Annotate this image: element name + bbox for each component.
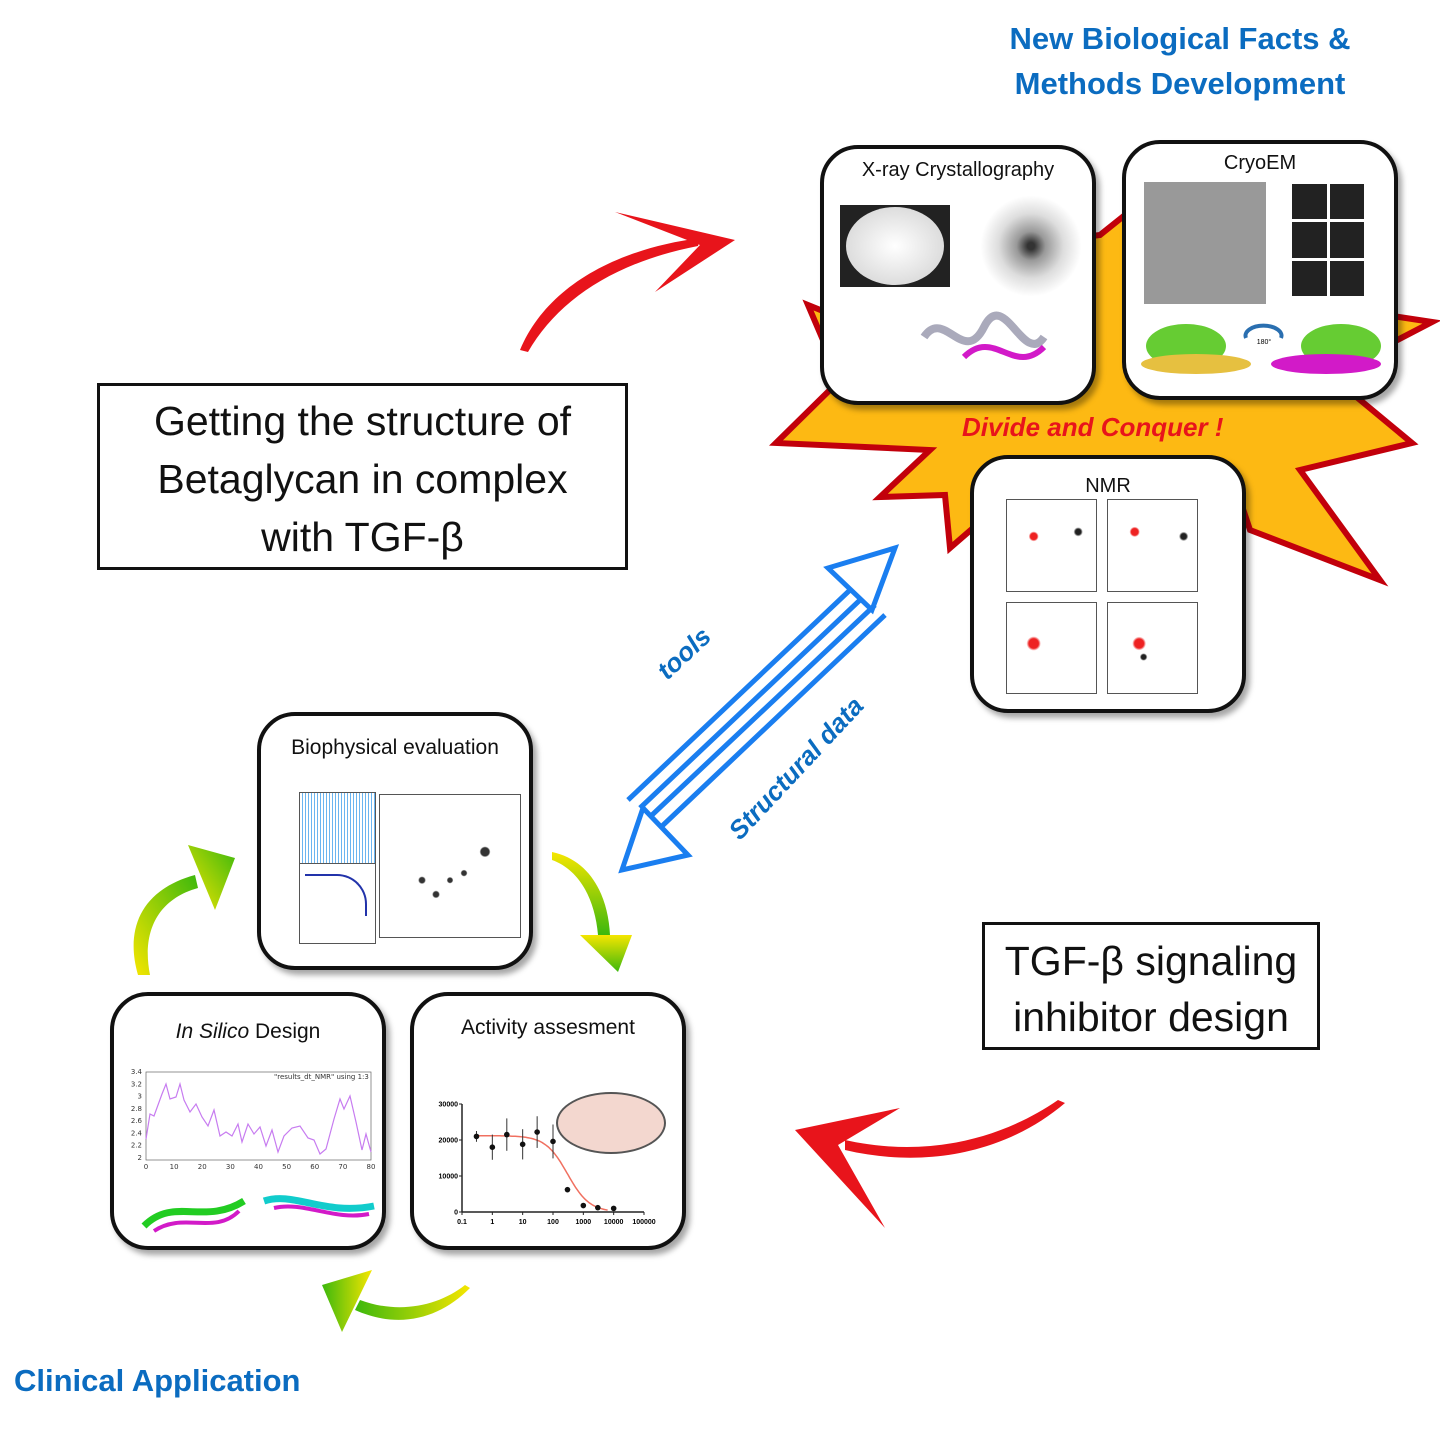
x-tick-label: 1000 xyxy=(576,1219,592,1226)
red-arrow-top xyxy=(520,212,735,352)
activity-title: Activity assesment xyxy=(461,1016,635,1039)
x-tick-label: 10000 xyxy=(604,1219,624,1226)
header-line-1: New Biological Facts & xyxy=(1009,21,1351,56)
insilico-x-tick: 50 xyxy=(282,1163,291,1171)
insilico-y-tick: 3.2 xyxy=(131,1080,142,1088)
data-point xyxy=(473,1133,480,1140)
data-point xyxy=(550,1138,556,1145)
data-point xyxy=(519,1141,526,1148)
insilico-x-tick: 0 xyxy=(144,1163,148,1171)
header-line-2: Methods Development xyxy=(1014,66,1346,101)
green-arrow-right xyxy=(552,852,632,972)
nmr-title: NMR xyxy=(1085,475,1131,497)
insilico-y-tick: 3.4 xyxy=(131,1068,143,1076)
red-arrow-bottom xyxy=(795,1100,1065,1228)
inhibitor-box: TGF-β signaling inhibitor design xyxy=(982,922,1320,1050)
data-point xyxy=(610,1205,617,1212)
insilico-x-tick: 20 xyxy=(198,1163,207,1171)
nmr-spectra-grid xyxy=(1006,499,1198,694)
cryoem-complex-models: 180° xyxy=(1141,323,1381,374)
insilico-x-tick: 70 xyxy=(338,1163,347,1171)
activity-card: Activity assesment 0 10000 20000 30000 0.1 1 1… xyxy=(410,992,686,1250)
x-tick-label: 1 xyxy=(490,1219,494,1226)
fit-curve xyxy=(477,1134,608,1211)
x-tick-label: 100000 xyxy=(632,1219,655,1226)
insilico-line xyxy=(145,1081,372,1155)
y-tick-label: 30000 xyxy=(439,1102,459,1109)
insilico-title-rest: Design xyxy=(249,1020,321,1043)
data-point xyxy=(489,1144,496,1150)
data-point xyxy=(534,1129,540,1135)
green-arrow-left xyxy=(133,845,235,975)
structure-line-3: with TGF-β xyxy=(261,514,464,560)
insilico-title-italic: In Silico xyxy=(175,1020,250,1043)
rotation-label: 180° xyxy=(1257,338,1272,346)
insilico-y-tick: 2.6 xyxy=(131,1117,143,1125)
y-tick-label: 0 xyxy=(454,1210,458,1217)
xray-title: X-ray Crystallography xyxy=(861,159,1055,181)
blue-arrow-structural-data xyxy=(618,603,887,874)
insilico-x-tick: 30 xyxy=(226,1163,235,1171)
diffraction-image xyxy=(980,195,1082,297)
protein-structure-xray xyxy=(920,311,1048,360)
green-arrow-bottom xyxy=(322,1270,470,1332)
2d-class-averages xyxy=(1292,184,1364,296)
inhibitor-line-1: TGF-β signaling xyxy=(1004,938,1298,984)
nmr-card: NMR xyxy=(970,455,1246,713)
designed-protein-models xyxy=(141,1195,375,1233)
insilico-y-tick: 3 xyxy=(138,1093,142,1101)
inhibitor-line-2: inhibitor design xyxy=(1013,994,1289,1040)
biophysical-card: Biophysical evaluation xyxy=(257,712,533,970)
clinical-application-label: Clinical Application xyxy=(14,1363,301,1398)
insilico-y-tick: 2.4 xyxy=(131,1129,143,1137)
cryoem-title: CryoEM xyxy=(1223,152,1297,174)
structure-box: Getting the structure of Betaglycan in c… xyxy=(97,383,628,570)
x-tick-label: 10 xyxy=(519,1219,527,1226)
blue-arrow-tools xyxy=(626,544,900,810)
x-tick-label: 100 xyxy=(547,1219,559,1226)
insilico-x-tick: 10 xyxy=(170,1163,179,1171)
header-title: New Biological Facts & Methods Developme… xyxy=(950,16,1410,106)
scatter-plot xyxy=(379,794,521,938)
biophysical-title: Biophysical evaluation xyxy=(291,736,499,759)
insilico-x-tick: 60 xyxy=(310,1163,319,1171)
insilico-x-tick: 80 xyxy=(367,1163,376,1171)
insilico-plot: 3.4 3.2 3 2.8 2.6 2.4 2.2 20 10 20 30 40 50 60 70 80 "r… xyxy=(131,1068,376,1171)
x-tick-label: 0.1 xyxy=(457,1219,467,1226)
data-point xyxy=(564,1186,571,1193)
divide-and-conquer-label: Divide and Conquer ! xyxy=(962,412,1224,442)
data-point xyxy=(580,1202,587,1209)
structure-line-1: Getting the structure of xyxy=(153,398,572,444)
itc-plot xyxy=(299,792,376,944)
y-tick-label: 10000 xyxy=(439,1174,459,1181)
crystal-drop-image xyxy=(840,205,950,287)
activity-chart: 0 10000 20000 30000 0.1 1 10 100 1000 10000 100000 xyxy=(439,1102,656,1227)
insilico-legend: "results_dt_NMR" using 1:3 xyxy=(274,1073,369,1081)
insilico-title: In Silico Design xyxy=(114,1020,382,1044)
petri-dish-icon xyxy=(556,1092,666,1154)
xray-card: X-ray Crystallography xyxy=(820,145,1096,405)
insilico-y-tick: 2.2 xyxy=(131,1142,142,1150)
data-point xyxy=(504,1131,510,1138)
insilico-y-tick: 2 xyxy=(138,1154,142,1162)
insilico-y-tick: 2.8 xyxy=(131,1105,142,1113)
insilico-x-tick: 40 xyxy=(254,1163,263,1171)
cryoem-card: CryoEM 180° xyxy=(1122,140,1398,400)
micrograph-image xyxy=(1144,182,1266,304)
structure-line-2: Betaglycan in complex xyxy=(157,456,568,502)
data-point xyxy=(595,1204,601,1211)
y-tick-label: 20000 xyxy=(439,1138,459,1145)
